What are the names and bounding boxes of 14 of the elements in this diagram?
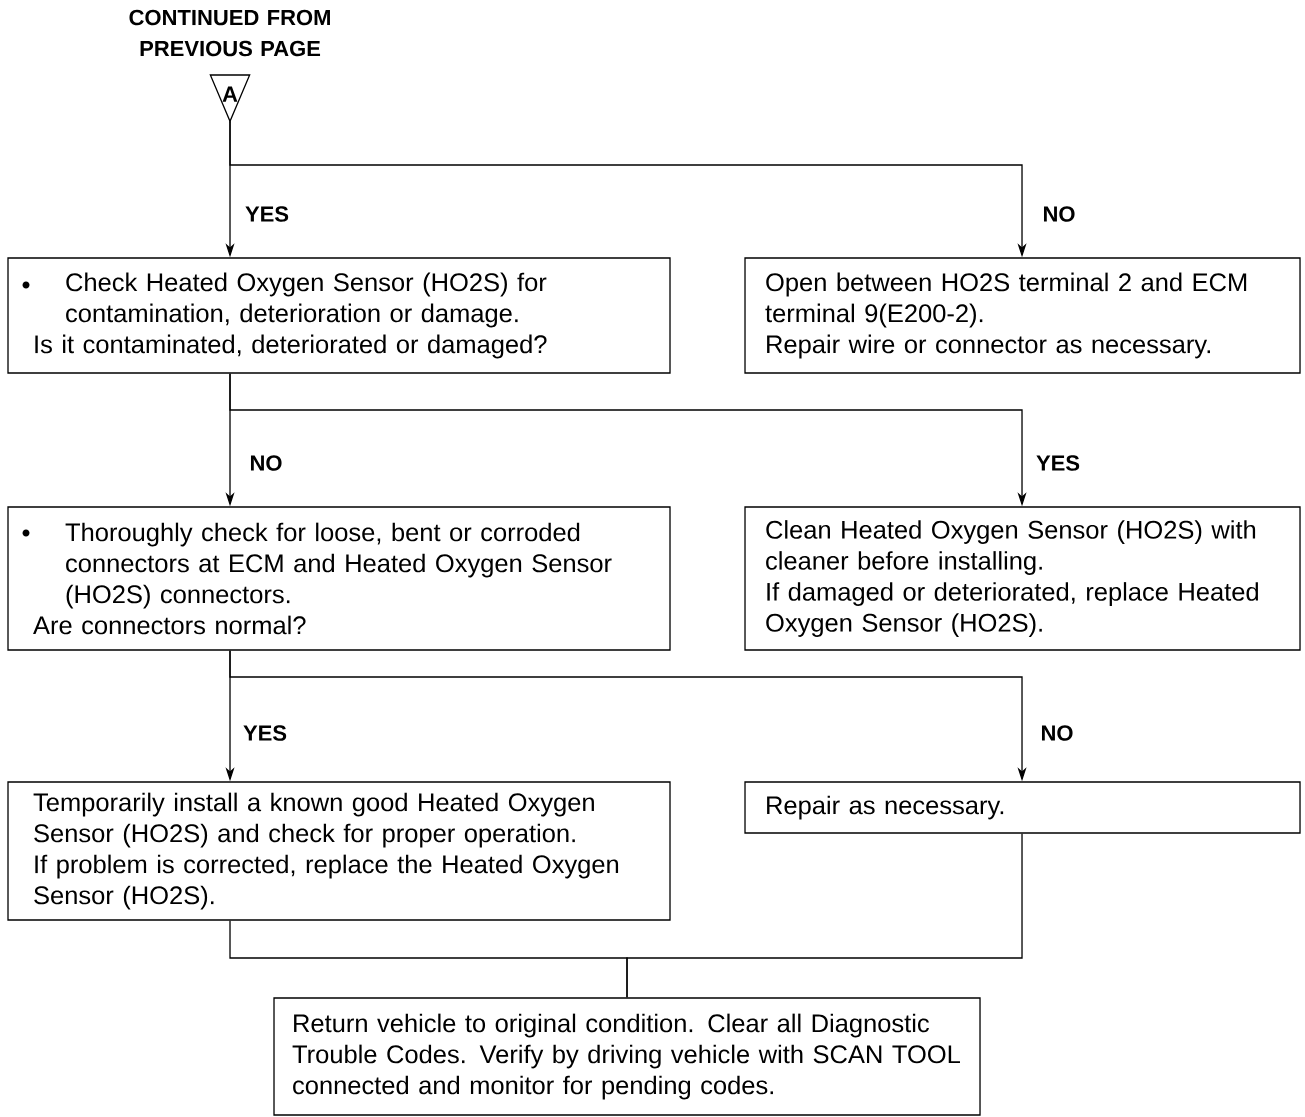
edge-label: NO [1040, 204, 1078, 224]
process-box: Check Heated Oxygen Sensor (HO2S) for contamination, deterioration or damage. Is it contaminated, deteriorated or damaged? [7, 257, 671, 374]
edge-label: YES [241, 723, 289, 743]
edge-label: NO [247, 453, 285, 473]
process-box: Thoroughly check for loose, bent or corroded connectors at ECM and Heated Oxygen Sensor (HO2S) connectors. Are connectors normal? [7, 506, 671, 651]
edge-label: NO [1038, 723, 1076, 743]
heading: CONTINUED FROM PREVIOUS PAGE [129, 9, 330, 57]
process-box: Clean Heated Oxygen Sensor (HO2S) with cleaner before installing. If damaged or deteriorated, replace Heated Oxygen Sensor (HO2S). [744, 506, 1301, 651]
process-box: Temporarily install a known good Heated Oxygen Sensor (HO2S) and check for proper operation. If problem is corrected, replace the Heated Oxygen Sensor (HO2S). [7, 781, 671, 921]
process-box: Return vehicle to original condition. Clear all Diagnostic Trouble Codes. Verify by driving vehicle with SCAN TOOL connected and monitor for pending codes. [273, 997, 981, 1116]
edge-label: YES [1034, 453, 1082, 473]
process-box: Open between HO2S terminal 2 and ECM terminal 9(E200-2). Repair wire or connector as necessary. [744, 257, 1301, 374]
process-box: Repair as necessary. [744, 781, 1301, 834]
edge-label: YES [243, 204, 291, 224]
